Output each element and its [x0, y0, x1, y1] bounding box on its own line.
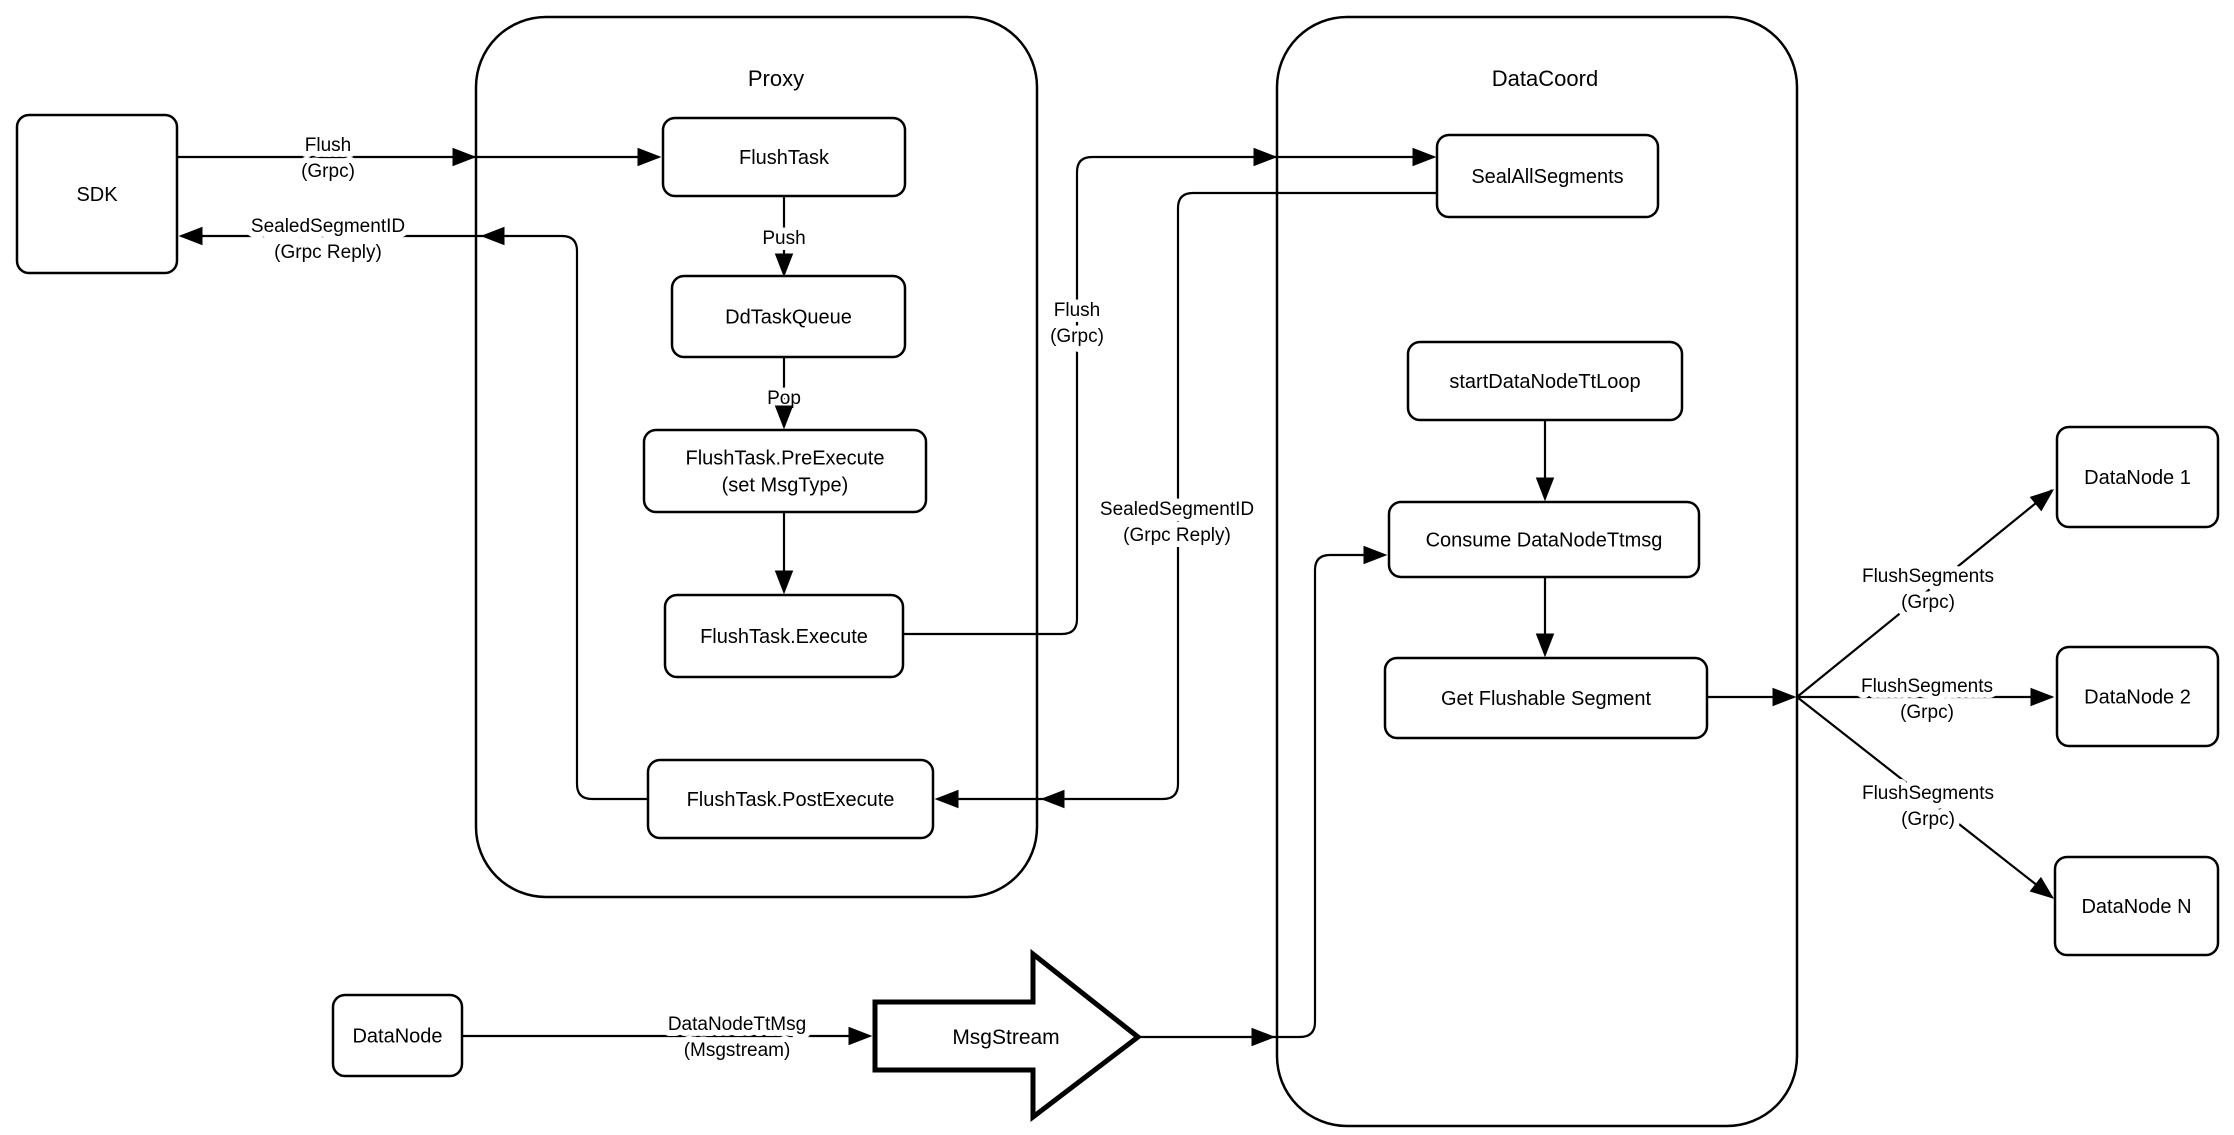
node-get-flushable-segment [1383, 656, 1709, 740]
arrowhead-sealall-reply-postexecute-1 [934, 789, 959, 809]
container-proxy-label: Proxy [748, 66, 804, 91]
node-dd-task-queue-label: DdTaskQueue [725, 307, 852, 329]
container-datacoord-label: DataCoord [1492, 66, 1598, 91]
arrowhead-execute-flush-sealall-0 [1253, 147, 1278, 167]
edge-execute-flush-sealall [903, 155, 1434, 636]
node-seal-all-segments-label: SealAllSegments [1471, 166, 1623, 188]
edge-msgstream-consume [1138, 553, 1384, 1039]
node-flush-task-pre-execute [642, 428, 928, 514]
node-data-node-2 [2055, 645, 2220, 748]
arrowhead-consume-getflushable-0 [1535, 633, 1555, 658]
arrowhead-getflushable-fanpoint-0 [1772, 687, 1797, 707]
arrowhead-fan-datanode1-0 [2029, 489, 2055, 512]
node-flush-task-execute-label: FlushTask.Execute [700, 626, 868, 648]
node-seal-all-segments [1435, 133, 1660, 219]
node-data-node-n [2053, 855, 2220, 957]
arrowhead-execute-flush-sealall-1 [1412, 147, 1437, 167]
arrowhead-fan-datanoden-0 [2029, 876, 2055, 899]
arrowhead-msgstream-consume-1 [1363, 545, 1388, 565]
label-flush-grpc-sdk: Flush(Grpc) [301, 135, 355, 182]
node-consume-data-node-ttmsg [1387, 500, 1701, 579]
arrowhead-sdk-flush-proxy-0 [452, 147, 477, 167]
label-flushsegments-n: FlushSegments(Grpc) [1862, 783, 1994, 830]
arrowhead-fan-datanode2-0 [2030, 687, 2055, 707]
layer-edges [177, 155, 2053, 1039]
label-flushsegments-2: FlushSegments(Grpc) [1861, 676, 1993, 723]
layer-arrows [178, 147, 2055, 1047]
arrowhead-postexecute-reply-sdk-0 [480, 226, 505, 246]
node-consume-data-node-ttmsg-label: Consume DataNodeTtmsg [1426, 530, 1663, 552]
arrowhead-ttloop-consume-0 [1535, 477, 1555, 502]
node-sdk [15, 113, 179, 275]
edge-postexecute-reply-sdk [181, 234, 648, 801]
node-start-data-node-tt-loop-label: startDataNodeTtLoop [1449, 371, 1640, 393]
layer-containers [474, 15, 1799, 1128]
label-datanodettmsg: DataNodeTtMsg(Msgstream) [668, 1014, 806, 1061]
node-data-node-n-label: DataNode N [2081, 896, 2191, 918]
arrowhead-msgstream-consume-0 [1251, 1027, 1276, 1047]
node-flush-task-label: FlushTask [739, 147, 830, 169]
node-flush-task-post-execute-label: FlushTask.PostExecute [687, 789, 895, 811]
edge-fan-datanoden [1796, 696, 2053, 898]
node-flush-task-pre-execute-label: FlushTask.PreExecute(set MsgType) [686, 448, 885, 497]
arrowhead-sdk-flush-proxy-1 [637, 147, 662, 167]
node-msgstream-label: MsgStream [952, 1026, 1059, 1049]
node-data-node-1-label: DataNode 1 [2084, 467, 2191, 489]
node-flush-task [661, 116, 907, 198]
arrowhead-preexecute-execute-0 [774, 570, 794, 595]
node-msgstream-arrow-shape [872, 948, 1143, 1123]
node-get-flushable-segment-label: Get Flushable Segment [1441, 688, 1652, 710]
container-proxy [474, 15, 1039, 899]
edge-sealall-reply-postexecute [937, 191, 1437, 801]
node-flush-task-post-execute [646, 758, 935, 840]
node-start-data-node-tt-loop [1406, 340, 1684, 422]
container-datacoord [1275, 15, 1799, 1128]
node-flush-task-execute [663, 593, 905, 679]
node-data-node-1 [2055, 425, 2220, 529]
edge-fan-datanode1 [1796, 489, 2053, 698]
label-push: Push [762, 228, 805, 249]
arrowhead-datanode-ttmsg-msgstream-0 [848, 1026, 873, 1046]
arrowhead-queue-pop-preexecute-0 [774, 405, 794, 430]
label-flushsegments-1: FlushSegments(Grpc) [1862, 566, 1994, 613]
node-sdk-label: SDK [76, 184, 118, 206]
arrowhead-postexecute-reply-sdk-1 [178, 226, 203, 246]
node-data-node-bottom [331, 993, 464, 1078]
arrowhead-sealall-reply-postexecute-0 [1040, 789, 1065, 809]
node-data-node-2-label: DataNode 2 [2084, 687, 2191, 709]
node-dd-task-queue [670, 274, 907, 359]
label-sealedsegmentid-sdk: SealedSegmentID(Grpc Reply) [251, 216, 405, 263]
node-data-node-bottom-label: DataNode [352, 1026, 442, 1048]
arrowhead-flushtask-push-queue-0 [774, 253, 794, 278]
layer-nodes [15, 113, 2220, 1123]
